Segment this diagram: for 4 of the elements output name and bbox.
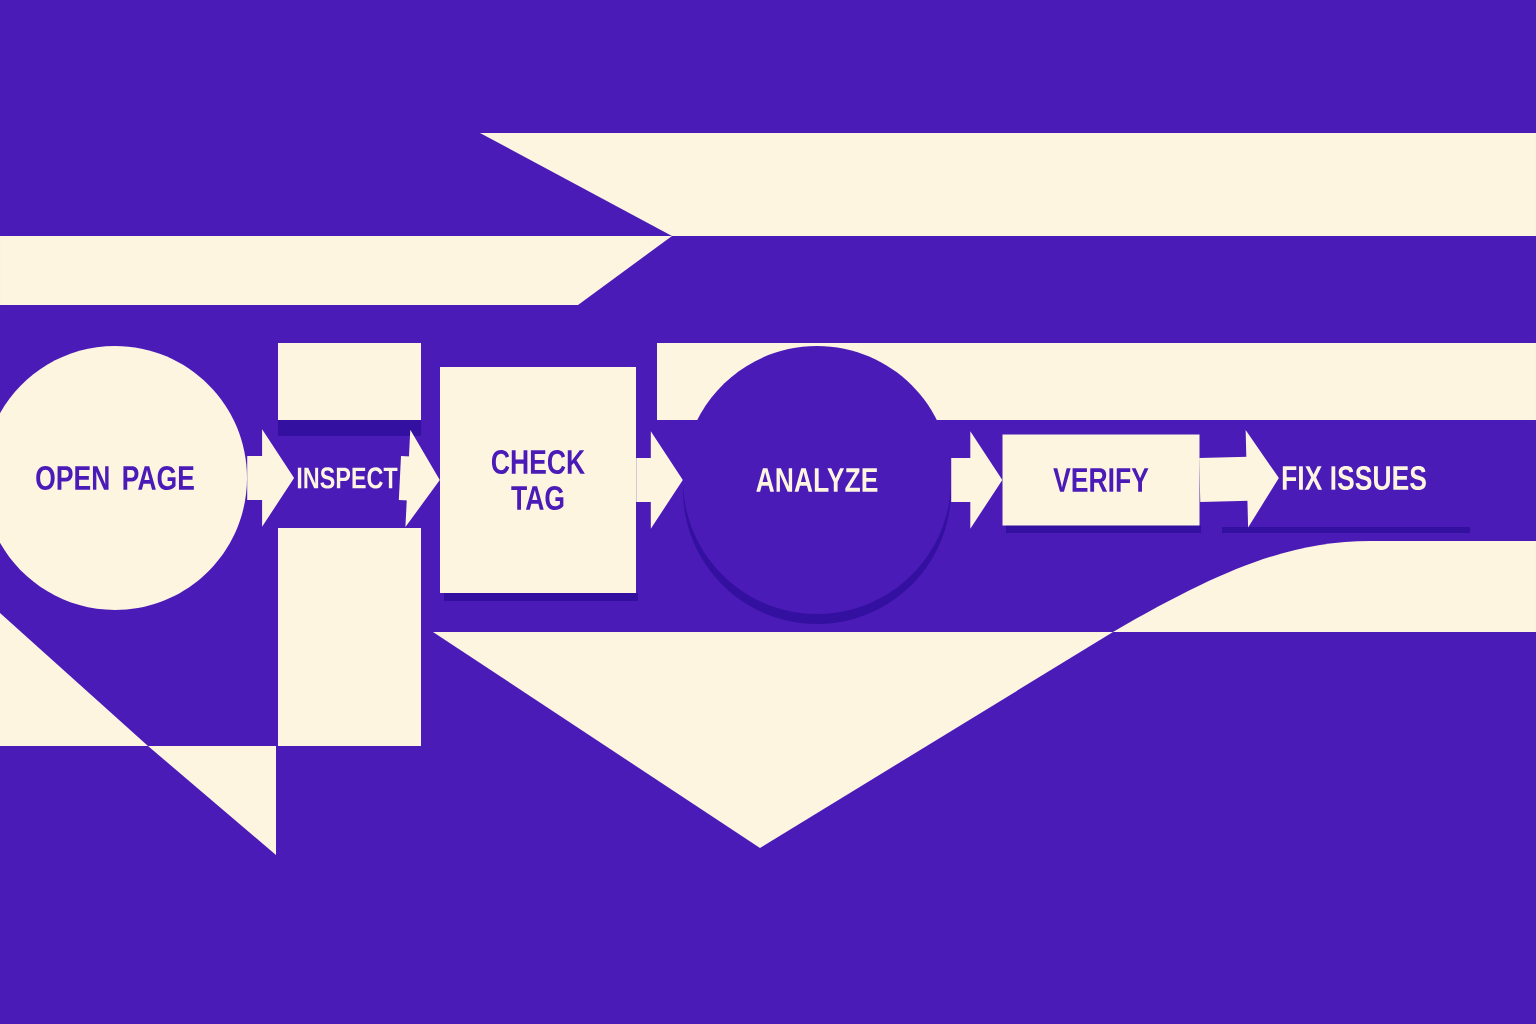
process-box: VERIFY (1002, 434, 1201, 533)
process-box: CHECK TAG (440, 367, 638, 601)
step-label: INSPECT (297, 467, 398, 489)
step-label: FIX ISSUES (1282, 465, 1426, 491)
